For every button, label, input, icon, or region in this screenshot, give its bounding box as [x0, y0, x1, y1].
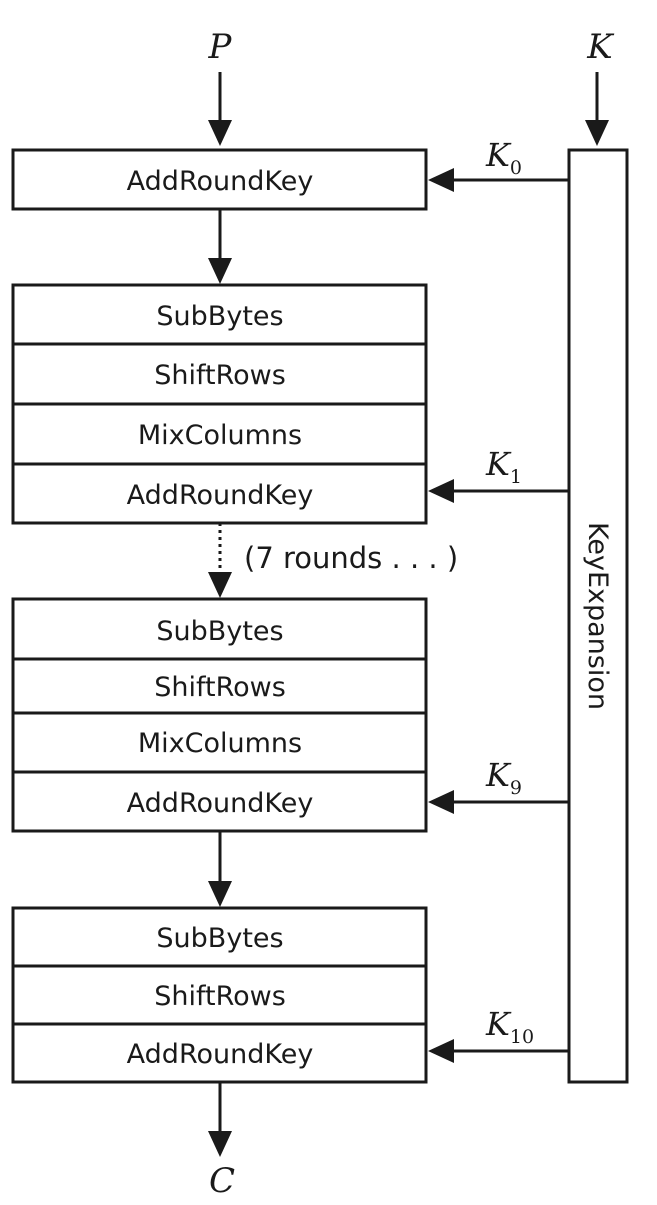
svg-text:ShiftRows: ShiftRows — [154, 981, 286, 1012]
flow-arrowhead-2 — [208, 881, 232, 907]
round-group-1: SubBytes ShiftRows MixColumns AddRoundKe… — [11, 283, 428, 525]
svg-text:MixColumns: MixColumns — [138, 728, 302, 759]
svg-text:MixColumns: MixColumns — [138, 420, 302, 451]
svg-text:SubBytes: SubBytes — [156, 301, 283, 332]
svg-text:AddRoundKey: AddRoundKey — [127, 788, 314, 819]
key-label: K — [586, 27, 615, 67]
svg-text:K9: K9 — [485, 756, 522, 799]
round-key-k9: K9 — [428, 756, 569, 814]
round-group-2: SubBytes ShiftRows MixColumns AddRoundKe… — [11, 597, 428, 833]
plaintext-arrowhead — [208, 120, 232, 146]
svg-text:ShiftRows: ShiftRows — [154, 360, 286, 391]
svg-text:AddRoundKey: AddRoundKey — [127, 166, 314, 197]
svg-text:K1: K1 — [485, 445, 522, 488]
flow-arrowhead-1 — [208, 258, 232, 284]
svg-text:K10: K10 — [485, 1005, 534, 1048]
ciphertext-label: C — [209, 1161, 235, 1201]
round-key-k10: K10 — [428, 1005, 569, 1063]
svg-text:ShiftRows: ShiftRows — [154, 672, 286, 703]
initial-add-round-key: AddRoundKey — [11, 148, 428, 211]
key-expansion-label: KeyExpansion — [582, 522, 613, 710]
round-key-k0: K0 — [428, 136, 569, 192]
plaintext-label: P — [208, 27, 233, 67]
svg-text:AddRoundKey: AddRoundKey — [127, 480, 314, 511]
round-key-k1: K1 — [428, 445, 569, 503]
rounds-dotted-arrowhead — [208, 572, 232, 598]
svg-text:AddRoundKey: AddRoundKey — [127, 1039, 314, 1070]
svg-text:K0: K0 — [485, 136, 522, 179]
svg-text:SubBytes: SubBytes — [156, 923, 283, 954]
ciphertext-arrowhead — [208, 1131, 232, 1157]
rounds-note: (7 rounds . . . ) — [244, 541, 458, 575]
final-round-group: SubBytes ShiftRows AddRoundKey — [11, 906, 428, 1084]
key-expansion-box — [567, 148, 629, 1084]
svg-text:SubBytes: SubBytes — [156, 616, 283, 647]
key-arrowhead — [585, 120, 609, 146]
